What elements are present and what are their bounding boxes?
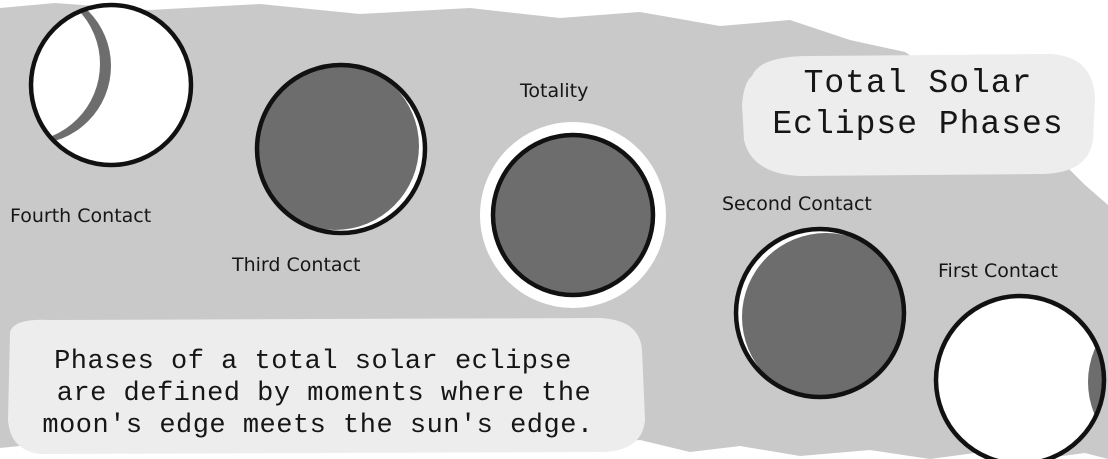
first-contact-disc [936,296,1108,459]
caption-line-2: are defined by moments where the [57,379,591,409]
totality-disc [480,122,666,308]
title-line-1: Total Solar [804,65,1033,102]
label-totality: Totality [519,80,588,102]
caption-line-1: Phases of a total solar eclipse [54,347,572,377]
label-second-contact: Second Contact [722,193,872,215]
caption-line-3: moon's edge meets the sun's edge. [42,411,593,441]
label-fourth-contact: Fourth Contact [10,205,151,227]
label-first-contact: First Contact [938,260,1058,282]
label-third-contact: Third Contact [231,254,360,276]
title-line-2: Eclipse Phases [772,106,1063,143]
